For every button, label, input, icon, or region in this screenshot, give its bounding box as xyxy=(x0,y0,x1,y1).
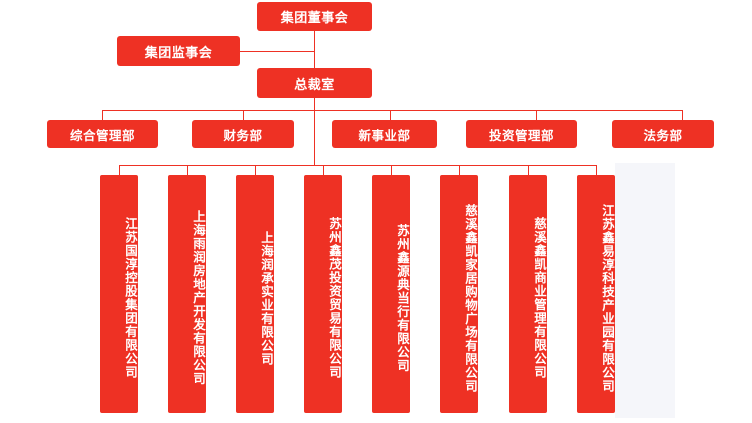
node-department-investment-management[interactable]: 投资管理部 xyxy=(466,120,577,148)
connector-department-bus xyxy=(102,110,682,111)
connector-sub-stub-6 xyxy=(459,165,460,175)
connector-sub-stub-7 xyxy=(528,165,529,175)
node-president-office[interactable]: 总裁室 xyxy=(257,68,372,98)
connector-sub-stub-4 xyxy=(323,165,324,175)
node-subsidiary-cixi-xinkai-commercial-management[interactable]: 慈溪鑫凯商业管理有限公司 xyxy=(509,175,547,413)
connector-spine-to-subsidiary-bus xyxy=(314,110,315,165)
connector-dept-stub-1 xyxy=(102,110,103,120)
node-department-new-business[interactable]: 新事业部 xyxy=(332,120,437,148)
node-department-comprehensive-management[interactable]: 综合管理部 xyxy=(47,120,158,148)
connector-sub-stub-8 xyxy=(596,165,597,175)
connector-dept-stub-3 xyxy=(390,110,391,120)
node-subsidiary-shanghai-runcheng-industrial[interactable]: 上海润承实业有限公司 xyxy=(236,175,274,413)
node-department-finance[interactable]: 财务部 xyxy=(192,120,294,148)
node-subsidiary-cixi-xinkai-home-shopping-plaza[interactable]: 慈溪鑫凯家居购物广场有限公司 xyxy=(440,175,478,413)
node-subsidiary-suzhou-xinmao-investment-trade[interactable]: 苏州鑫茂投资贸易有限公司 xyxy=(304,175,342,413)
connector-sub-stub-2 xyxy=(187,165,188,175)
connector-dept-stub-4 xyxy=(536,110,537,120)
node-subsidiary-jiangsu-xinyichun-tech-park[interactable]: 江苏鑫易淳科技产业园有限公司 xyxy=(577,175,615,413)
node-subsidiary-suzhou-xinyuan-pawnshop[interactable]: 苏州鑫源典当行有限公司 xyxy=(372,175,410,413)
connector-dept-stub-5 xyxy=(682,110,683,120)
connector-board-to-president xyxy=(314,31,315,68)
connector-sub-stub-1 xyxy=(119,165,120,175)
connector-supervisor-to-spine xyxy=(240,51,315,52)
node-subsidiary-shanghai-yurun-real-estate[interactable]: 上海雨润房地产开发有限公司 xyxy=(168,175,206,413)
connector-dept-stub-2 xyxy=(243,110,244,120)
connector-sub-stub-5 xyxy=(391,165,392,175)
node-group-board[interactable]: 集团董事会 xyxy=(257,2,372,31)
connector-sub-stub-3 xyxy=(255,165,256,175)
node-subsidiary-jiangsu-guochun-holding[interactable]: 江苏国淳控股集团有限公司 xyxy=(100,175,138,413)
decorative-background-panel xyxy=(615,163,675,418)
node-department-legal-affairs[interactable]: 法务部 xyxy=(612,120,714,148)
connector-subsidiary-bus xyxy=(119,165,597,166)
node-group-supervisors[interactable]: 集团监事会 xyxy=(117,36,240,66)
connector-president-to-dept-bus xyxy=(314,98,315,110)
